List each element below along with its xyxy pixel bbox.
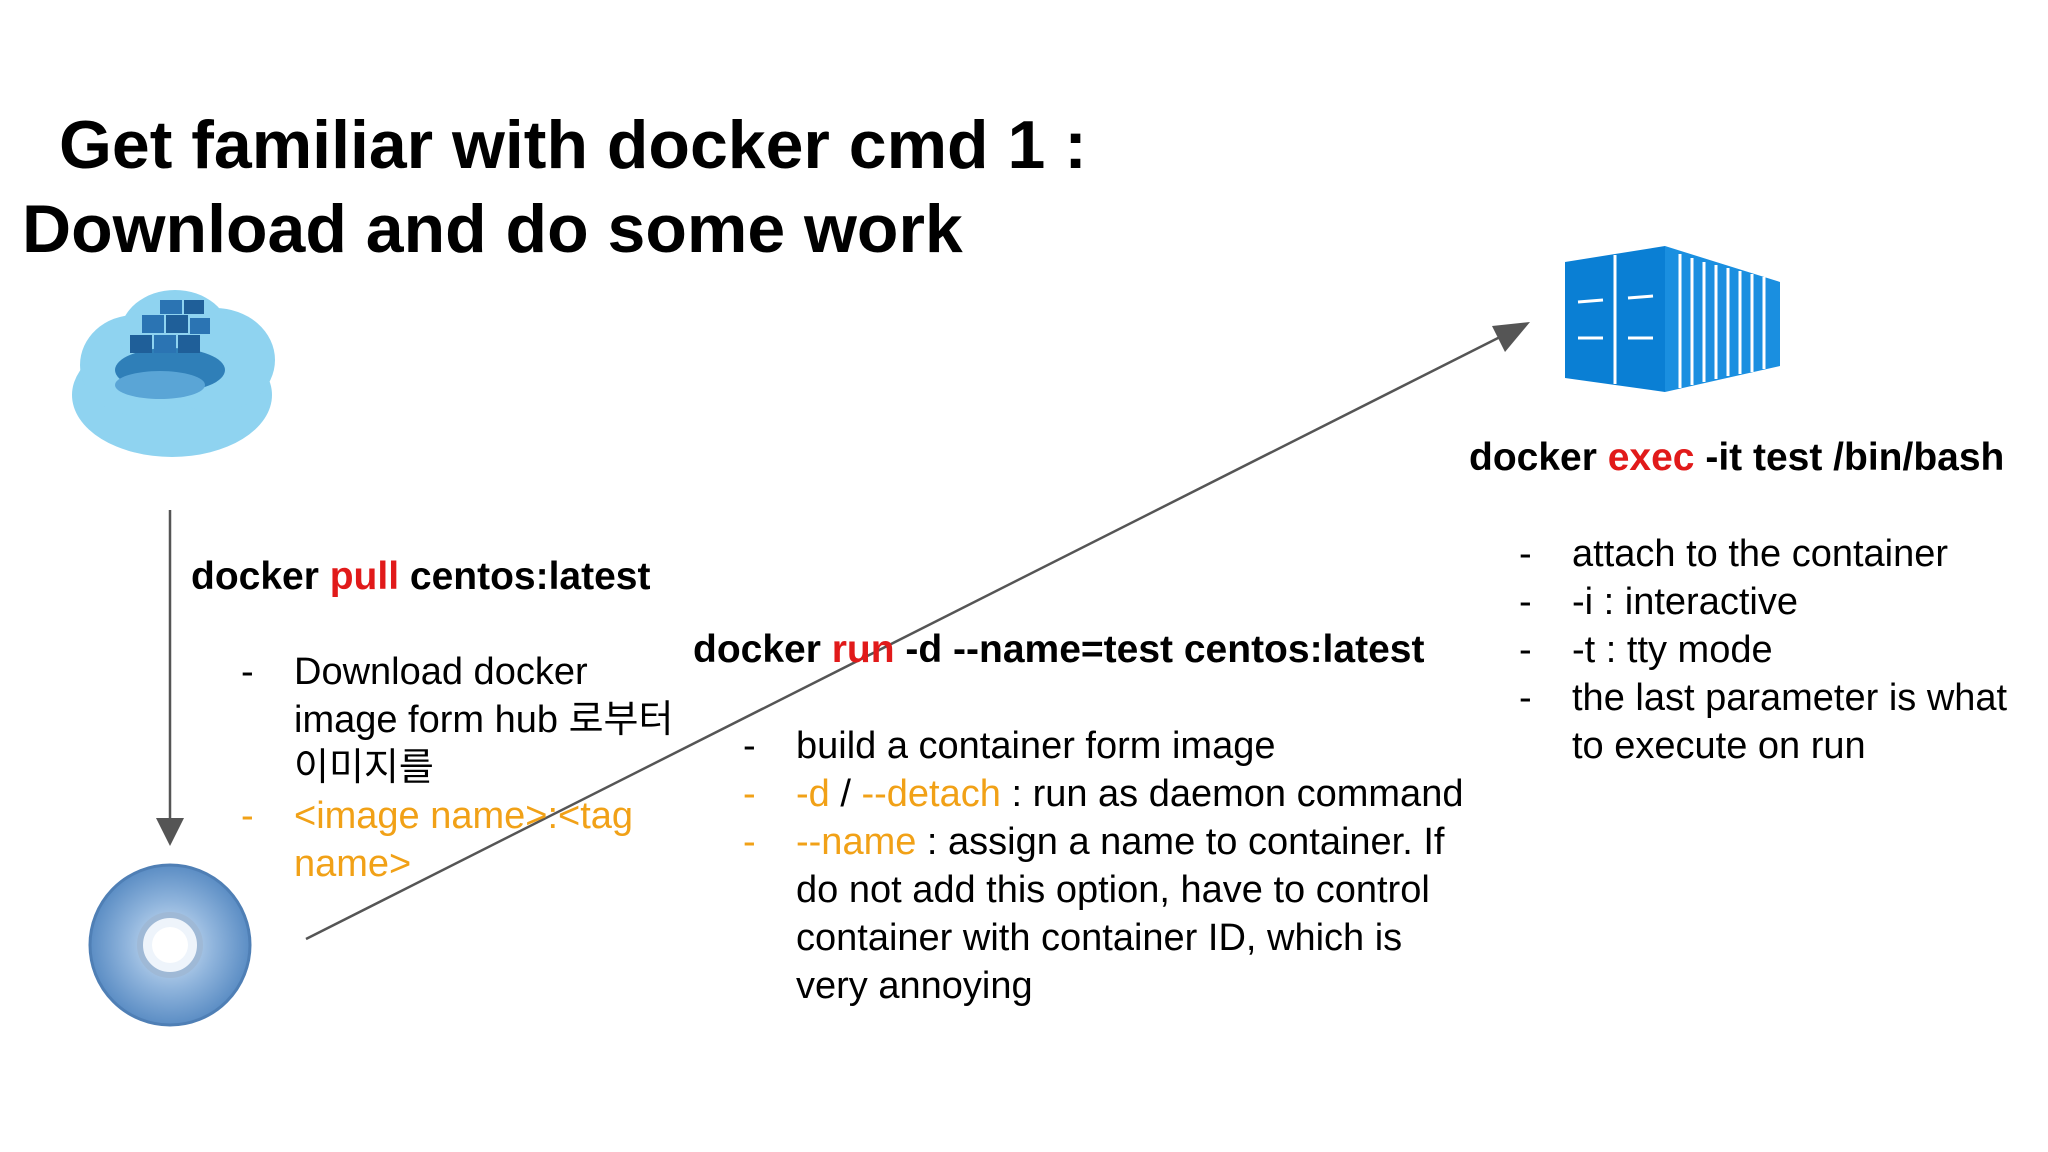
bullet-dash: - bbox=[241, 795, 254, 837]
list-item: -the last parameter is what to execute o… bbox=[1519, 674, 2039, 770]
bullet-dash: - bbox=[1519, 581, 1532, 623]
disc-image-icon bbox=[88, 863, 252, 1027]
slide-title-line-1: Get familiar with docker cmd 1 : bbox=[59, 107, 1087, 183]
bullet-dash: - bbox=[743, 773, 756, 815]
option-name: --name bbox=[796, 821, 917, 863]
bullet-text: the last parameter is what to execute on… bbox=[1572, 677, 2008, 767]
bullet-text: -i : interactive bbox=[1572, 581, 1798, 623]
bullet-text: Download docker image form hub 로부터 이미지를 bbox=[294, 651, 674, 789]
bullet-text: : assign a name to container. If do not … bbox=[796, 821, 1445, 1007]
list-item: --t : tty mode bbox=[1519, 626, 2039, 674]
pull-arrow bbox=[156, 510, 184, 846]
bullet-text: <image name>:<tag name> bbox=[294, 795, 634, 885]
bullet-text: build a container form image bbox=[796, 725, 1276, 767]
shipping-container-icon bbox=[1565, 246, 1780, 392]
option-separator: / bbox=[829, 773, 862, 815]
run-command: docker run -d --name=test centos:latest bbox=[693, 628, 1424, 672]
list-item: --i : interactive bbox=[1519, 578, 2039, 626]
bullet-dash: - bbox=[1519, 629, 1532, 671]
list-item: -<image name>:<tag name> bbox=[241, 792, 691, 888]
run-bullet-list: -build a container form image --d / --de… bbox=[743, 722, 1483, 1010]
run-arrow bbox=[305, 322, 1530, 941]
bullet-dash: - bbox=[743, 821, 756, 863]
exec-cmd-suffix: -it test /bin/bash bbox=[1694, 436, 2005, 479]
run-cmd-suffix: -d --name=test centos:latest bbox=[894, 628, 1425, 671]
pull-cmd-keyword: pull bbox=[329, 555, 400, 598]
bullet-text: -t : tty mode bbox=[1572, 629, 1773, 671]
list-item: -attach to the container bbox=[1519, 530, 2039, 578]
bullet-dash: - bbox=[743, 725, 756, 767]
exec-bullet-list: -attach to the container --i : interacti… bbox=[1519, 530, 2039, 770]
pull-cmd-prefix: docker bbox=[191, 555, 330, 598]
bullet-dash: - bbox=[1519, 533, 1532, 575]
pull-command: docker pull centos:latest bbox=[191, 555, 650, 599]
run-cmd-keyword: run bbox=[831, 628, 895, 671]
list-item: --d / --detach : run as daemon command bbox=[743, 770, 1483, 818]
slide-title-line-2: Download and do some work bbox=[22, 191, 963, 267]
list-item: -build a container form image bbox=[743, 722, 1483, 770]
pull-bullet-list: -Download docker image form hub 로부터 이미지를… bbox=[241, 648, 691, 888]
bullet-dash: - bbox=[1519, 677, 1532, 719]
list-item: -Download docker image form hub 로부터 이미지를 bbox=[241, 648, 691, 792]
option-long: --detach bbox=[861, 773, 1001, 815]
pull-cmd-suffix: centos:latest bbox=[399, 555, 651, 598]
exec-command: docker exec -it test /bin/bash bbox=[1469, 436, 2004, 480]
exec-cmd-prefix: docker bbox=[1469, 436, 1608, 479]
bullet-text: attach to the container bbox=[1572, 533, 1949, 575]
run-cmd-prefix: docker bbox=[693, 628, 832, 671]
docker-hub-cloud-icon bbox=[72, 290, 275, 457]
bullet-dash: - bbox=[241, 651, 254, 693]
exec-cmd-keyword: exec bbox=[1607, 436, 1695, 479]
bullet-text: : run as daemon command bbox=[1000, 773, 1464, 815]
list-item: ---name : assign a name to container. If… bbox=[743, 818, 1483, 1010]
option-short: -d bbox=[796, 773, 830, 815]
